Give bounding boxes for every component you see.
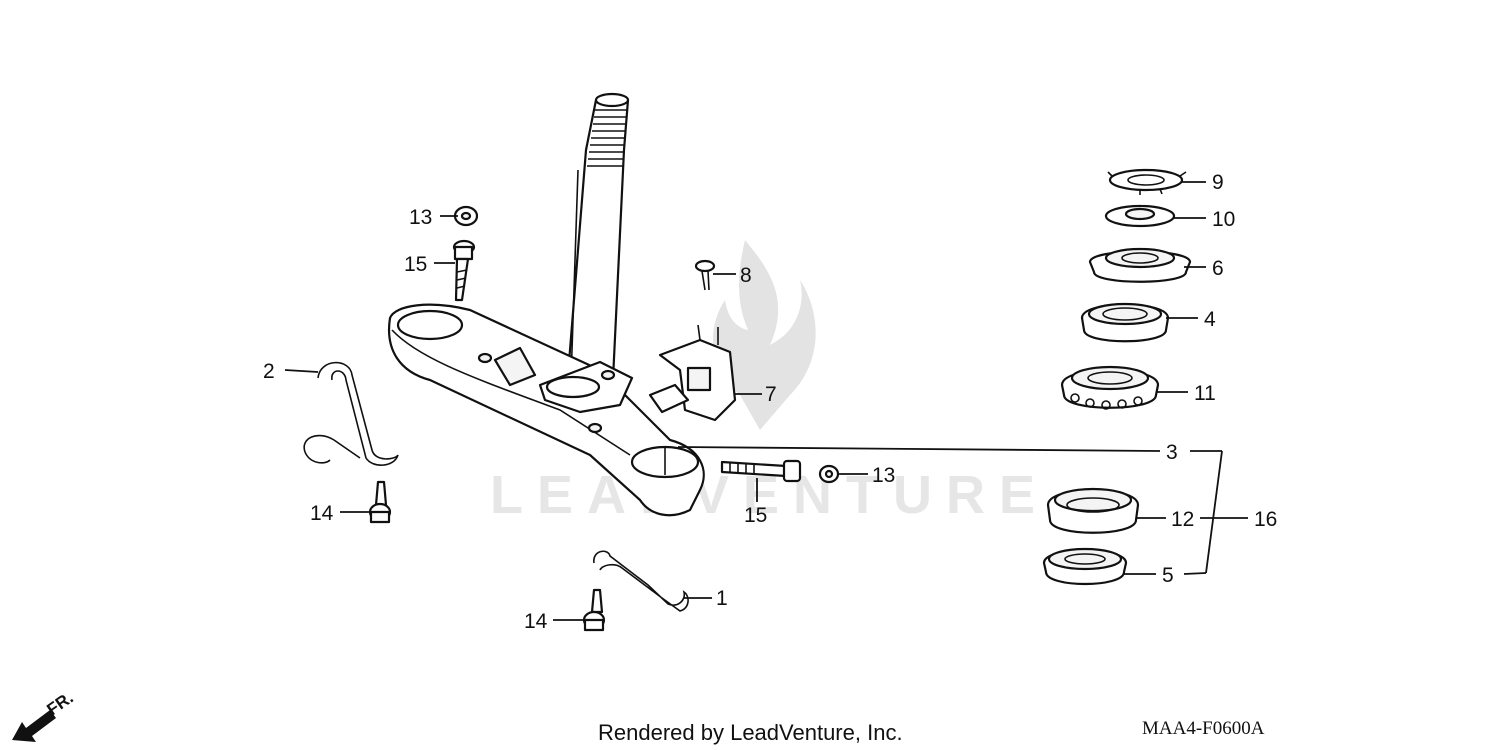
callout-15-right: 15 xyxy=(744,504,767,527)
bolt-14-left xyxy=(368,480,392,524)
lock-washer-10 xyxy=(1104,204,1176,228)
callout-3: 3 xyxy=(1166,441,1178,464)
render-credit: Rendered by LeadVenture, Inc. xyxy=(598,720,903,745)
bearing-11 xyxy=(1060,365,1160,410)
clip-2 xyxy=(303,361,399,466)
nut-13-upper xyxy=(453,205,479,227)
callout-11: 11 xyxy=(1194,382,1216,405)
bearing-12 xyxy=(1046,487,1140,534)
callout-6: 6 xyxy=(1212,257,1224,280)
diagram-code: MAA4-F0600A xyxy=(1142,718,1265,739)
lock-washer-9 xyxy=(1107,168,1187,195)
callout-13-upper: 13 xyxy=(409,206,432,229)
bolt-15-upper xyxy=(452,239,476,302)
callout-labels: 13 15 2 14 14 1 8 7 15 13 9 10 6 4 11 3 … xyxy=(263,171,1277,633)
leader-lines xyxy=(284,181,1248,621)
callout-9: 9 xyxy=(1212,171,1224,194)
callout-14-bottom: 14 xyxy=(524,610,548,633)
connector-bracket xyxy=(648,324,737,422)
callout-1: 1 xyxy=(716,587,728,610)
front-direction-arrow: FR. xyxy=(12,688,77,742)
callout-15-upper: 15 xyxy=(404,253,427,276)
steering-stem xyxy=(564,92,630,402)
callout-2: 2 xyxy=(263,360,275,383)
callout-13-right: 13 xyxy=(872,464,895,487)
bolt-14-bottom xyxy=(582,588,606,632)
nut-13-right xyxy=(818,464,840,484)
dust-seal-4 xyxy=(1080,302,1170,343)
clip-1 xyxy=(593,550,689,612)
callout-12: 12 xyxy=(1171,508,1194,531)
callout-8: 8 xyxy=(740,264,752,287)
screw-8 xyxy=(694,259,716,291)
callout-16: 16 xyxy=(1254,508,1277,531)
callout-5: 5 xyxy=(1162,564,1174,587)
callout-10: 10 xyxy=(1212,208,1235,231)
stem-nut-6 xyxy=(1088,247,1192,283)
callout-7: 7 xyxy=(765,383,777,406)
bolt-15-right xyxy=(720,459,802,483)
callout-4: 4 xyxy=(1204,308,1216,331)
bottom-bridge xyxy=(387,303,705,517)
callout-14-left: 14 xyxy=(310,502,334,525)
dust-seal-5 xyxy=(1042,547,1128,586)
